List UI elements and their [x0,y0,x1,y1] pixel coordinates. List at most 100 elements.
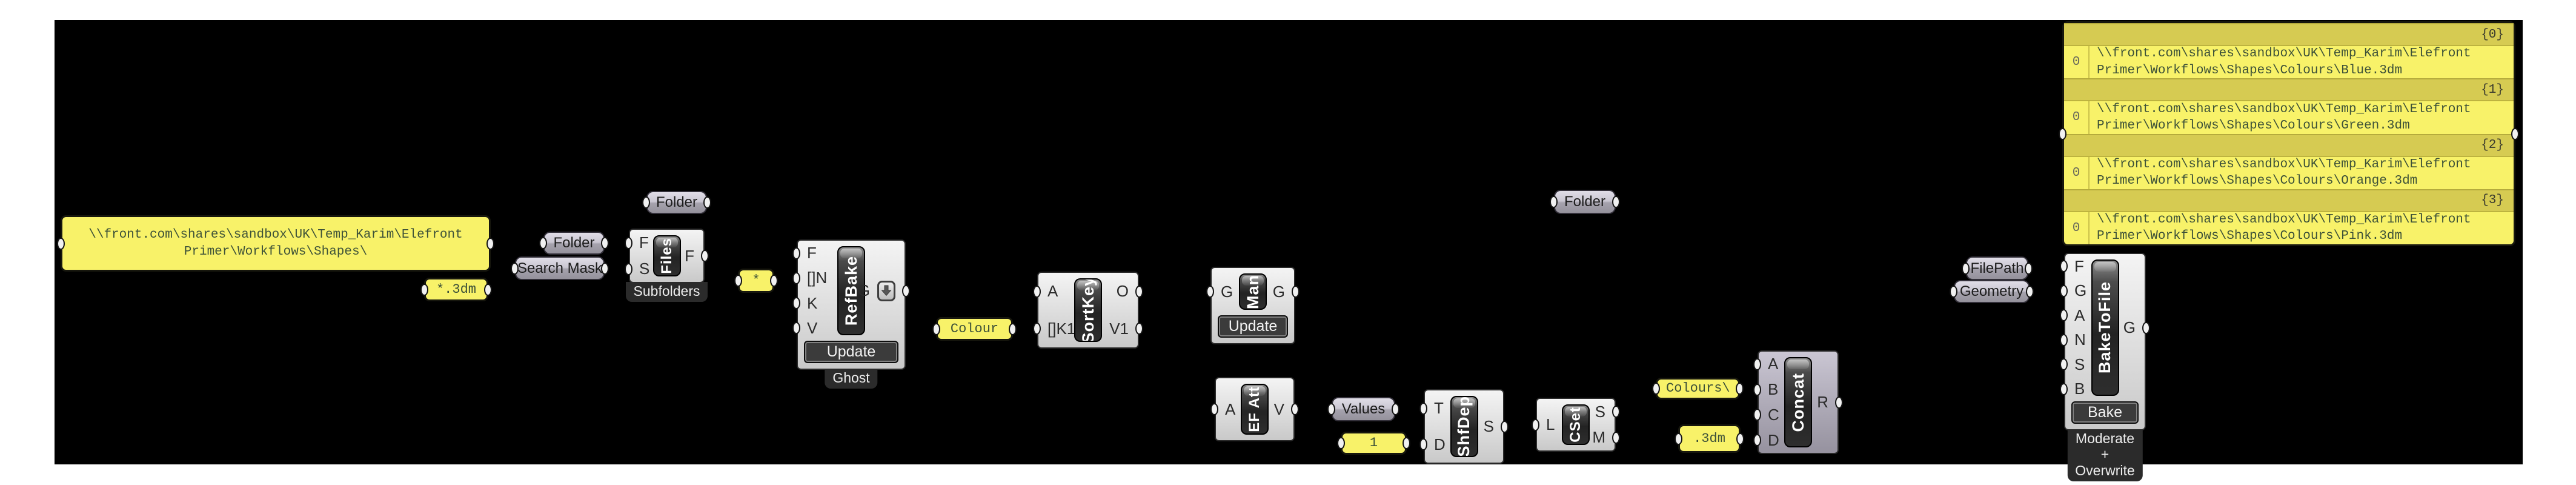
output-nub[interactable] [1291,403,1299,415]
input-port[interactable]: []K1 [1033,319,1075,338]
panel-one[interactable]: 1 [1337,432,1410,455]
baketofile-bake-button[interactable]: Bake [2071,401,2139,424]
panel-input-nub[interactable] [2059,127,2066,140]
param-capsule-folder-2[interactable]: Folder [642,191,711,214]
capsule-output-nub[interactable] [703,196,711,209]
capsule-input-nub[interactable] [642,196,650,209]
panel-root-path[interactable]: \\front.com\shares\sandbox\UK\Temp_Karim… [57,215,494,272]
input-nub[interactable] [792,297,800,310]
capsule-input-nub[interactable] [1962,262,1970,275]
component-name-pill[interactable]: Files [652,235,681,276]
input-port[interactable]: B [2060,380,2090,398]
capsule-output-nub[interactable] [601,237,609,249]
param-capsule-geometry[interactable]: Geometry [1950,280,2034,303]
input-port[interactable]: F [792,244,836,263]
input-port[interactable]: S [625,259,652,278]
output-nub[interactable] [1612,431,1620,444]
param-capsule-values[interactable]: Values [1327,397,1399,421]
input-port[interactable]: D [1419,435,1449,454]
input-port[interactable]: A [1210,400,1240,419]
input-nub[interactable] [2060,284,2068,297]
panel-input-nub[interactable] [57,237,65,250]
panel-mask-3dm[interactable]: *.3dm [420,278,492,301]
capsule-input-nub[interactable] [1950,286,1957,298]
input-port[interactable]: V [792,319,836,338]
panel-output-nub[interactable] [1009,323,1017,335]
input-port[interactable]: K [792,294,836,313]
man-update-button[interactable]: Update [1218,315,1288,338]
input-nub[interactable] [1419,438,1427,451]
input-nub[interactable] [2060,358,2068,371]
input-port[interactable]: A [2060,306,2090,325]
component-name-pill[interactable]: BakeToFile [2091,259,2119,396]
input-port[interactable]: T [1419,399,1449,418]
panel-input-nub[interactable] [734,275,742,287]
output-nub[interactable] [1612,406,1620,418]
panel-output-nub[interactable] [2511,127,2519,140]
panel-output-nub[interactable] [1736,432,1744,445]
panel-output-nub[interactable] [484,283,492,296]
input-nub[interactable] [1419,402,1427,415]
input-port[interactable]: B [1753,380,1783,399]
panel-input-nub[interactable] [420,283,428,296]
output-nub[interactable] [1135,285,1143,298]
component-name-pill[interactable]: Concat [1784,357,1812,447]
component-name-pill[interactable]: Man [1239,273,1267,310]
input-nub[interactable] [792,247,800,259]
component-name-pill[interactable]: SortKey [1074,278,1102,342]
output-port[interactable]: G [2120,318,2150,337]
output-nub[interactable] [902,284,910,297]
input-nub[interactable] [2060,333,2068,346]
capsule-output-nub[interactable] [601,262,609,275]
input-nub[interactable] [792,272,800,284]
panel-star[interactable]: * [734,269,778,293]
input-nub[interactable] [2060,383,2068,395]
panel-output-nub[interactable] [1736,383,1744,395]
component-name-pill[interactable]: CSet [1562,404,1590,445]
panel-colour[interactable]: Colour [932,317,1017,341]
output-port[interactable]: V [1270,400,1299,419]
param-capsule-filepath[interactable]: FilePath [1962,256,2033,280]
input-nub[interactable] [1753,409,1761,421]
input-nub[interactable] [625,263,632,275]
panel-input-nub[interactable] [1675,432,1682,445]
output-nub[interactable] [1292,286,1300,298]
input-nub[interactable] [1532,418,1539,431]
output-nub[interactable] [701,250,709,262]
component-name-pill[interactable]: ShfDep [1450,396,1478,457]
input-nub[interactable] [1206,286,1214,298]
output-nub[interactable] [1501,420,1509,433]
input-port[interactable]: G [2060,281,2090,300]
output-nub[interactable] [1135,323,1143,335]
capsule-input-nub[interactable] [1550,196,1558,208]
input-nub[interactable] [2060,260,2068,273]
output-port[interactable]: F [682,247,709,266]
output-port[interactable]: R [1813,393,1843,412]
input-nub[interactable] [1033,285,1041,298]
output-port[interactable]: S [1591,403,1620,421]
panel-output-nub[interactable] [486,237,494,250]
panel-input-nub[interactable] [1652,383,1660,395]
component-name-pill[interactable]: EF Att [1241,384,1269,435]
input-port[interactable]: []N [792,269,836,287]
input-port[interactable]: L [1532,415,1561,434]
output-nub[interactable] [2142,321,2150,334]
output-port[interactable]: V1 [1103,319,1143,338]
input-nub[interactable] [1033,323,1041,335]
panel-output-nub[interactable] [770,275,778,287]
input-nub[interactable] [1753,358,1761,370]
input-port[interactable]: A [1033,282,1073,301]
capsule-output-nub[interactable] [2025,262,2033,275]
capsule-output-nub[interactable] [1392,403,1399,415]
panel-input-nub[interactable] [932,323,940,335]
output-port[interactable]: G [858,280,910,301]
capsule-output-nub[interactable] [1612,196,1620,208]
